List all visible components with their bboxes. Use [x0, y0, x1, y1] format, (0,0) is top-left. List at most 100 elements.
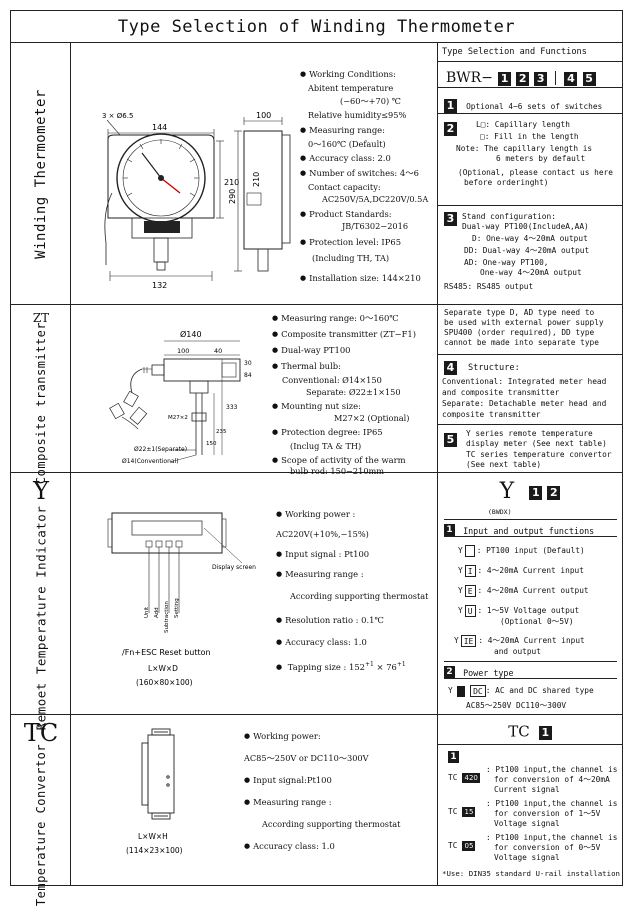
item-3-line-3: D: One-way 4～20mA output: [472, 234, 588, 243]
zt-spec-nut-val: M27×2 (Optional): [334, 413, 410, 423]
model-num-1: 1: [498, 72, 512, 86]
model-num-5: 5: [582, 72, 596, 86]
tc-code-row: TC 420 : Pt100 input,the channel is for …: [448, 765, 617, 794]
y-size: (160×80×100): [136, 678, 193, 687]
y-code-box: E: [464, 585, 476, 597]
zt-spec-bulb: Thermal bulb:: [272, 361, 341, 373]
spec-contact-val: AC250V/5A,DC220V/0.5A: [322, 194, 429, 204]
holes-label: 3 × Ø6.5: [102, 112, 133, 120]
y-spec-resolution: Resolution ratio : 0.1℃: [276, 615, 384, 627]
section-label: ZT Composite transmitter: [11, 305, 71, 484]
y-code-text: : 1～5V Voltage output: [477, 606, 580, 615]
section-composite-transmitter: ZT Composite transmitter Ø140 100 40 30 …: [11, 305, 622, 484]
item-3-line-5: AD: One-way PT100,: [464, 258, 549, 267]
y-spec-power-val: AC220V(+10%,−15%): [276, 529, 369, 539]
spec-measuring: Measuring range:: [300, 125, 385, 137]
y-item-2-text: Power type: [463, 668, 514, 678]
zt-spec-scope-val: bulb rod: 150−210mm: [290, 466, 385, 476]
tc-model-head: TC: [508, 722, 530, 741]
winding-drawing: 3 × Ø6.5 144: [102, 111, 291, 290]
spec-ambient: Abitent temperature: [308, 83, 394, 93]
y-dc-box: DC: [470, 685, 486, 697]
section-remote-indicator: Y Remoet Temperature Indicator Display s…: [11, 473, 622, 730]
model-prefix: BWR−: [446, 70, 493, 86]
dim-210-a: 210: [224, 178, 239, 187]
item-4-line-1: Conventional: Integrated meter head: [442, 377, 607, 386]
zt-d150: 150: [206, 441, 217, 447]
tc-code-l1: : Pt100 input,the channel is: [486, 833, 618, 842]
selection-item-5: 5 Y series remote temperature display me…: [438, 425, 622, 473]
tc-code-l3: Voltage signal: [494, 819, 560, 828]
y-tapping-b: × 76: [373, 661, 397, 672]
zt-drawing: Ø140 100 40 30 84: [109, 329, 252, 465]
winding-content: 3 × Ø6.5 144: [72, 43, 437, 304]
spec-protection: Protection level: IP65: [300, 237, 401, 249]
zt-spec-measuring: Measuring range: 0～160℃: [272, 313, 399, 325]
item-5-line-2: display meter (See next table): [466, 439, 607, 448]
tc-code-l2: for conversion of 1～5V: [494, 809, 601, 818]
item-1-text: Optional 4−6 sets of switches: [466, 102, 603, 111]
model-num-4: 4: [564, 72, 578, 86]
selection-item-3-notes: Separate type D, AD type need to be used…: [438, 305, 622, 355]
y-code-box: I: [464, 565, 476, 577]
tc-model-num: 1: [538, 726, 552, 740]
section-label-text: Winding Thermometer: [33, 89, 49, 259]
item-5-line-3: TC series temperature convertor: [466, 450, 612, 459]
tc-code-l2: for conversion of 4～20mA: [494, 775, 610, 784]
model-code: BWR− 1 2 3 4 5: [438, 62, 622, 88]
item-3-note-4: cannot be made into separate type: [444, 338, 599, 347]
y-spec-power: Working power :: [276, 509, 355, 521]
zt-spec-prot: Protection degree: IP65: [272, 427, 383, 439]
tc-code-l3: Current signal: [494, 785, 560, 794]
tc-module: [141, 728, 175, 820]
section-label-text: Remoet Temperature Indicator: [33, 505, 49, 731]
tc-code-row: TC 15 : Pt100 input,the channel is for c…: [448, 799, 617, 828]
winding-selection: Type Selection and Functions BWR− 1 2 3 …: [437, 43, 622, 304]
item-num-2: 2: [444, 122, 457, 136]
spec-installation: Installation size: 144×210: [300, 273, 421, 285]
zt-spec-scope: Scope of activity of the warm: [272, 455, 405, 467]
tc-code-box: 05: [462, 841, 476, 851]
y-ie-text-2: and output: [494, 647, 541, 656]
spec-measuring-val: 0～160℃ (Default): [308, 139, 386, 149]
spec-standards: Product Standards:: [300, 209, 391, 221]
y-btn-unit: Unit: [144, 606, 150, 618]
selection-item-3: 3 Stand configuration: Dual-way PT100(In…: [438, 206, 622, 305]
section-label: Winding Thermometer: [11, 43, 71, 304]
zt-d100: 100: [177, 347, 189, 355]
dim-depth: 100: [256, 111, 271, 120]
y-tapping-sup2: +1: [396, 661, 406, 668]
tc-model: TC 1: [438, 721, 622, 745]
selection-item-1: 1 Optional 4−6 sets of switches: [438, 88, 622, 114]
y-item-2-head: 2 Power type: [444, 661, 617, 679]
tc-spec-measuring: Measuring range :: [244, 797, 332, 809]
y-u-option: (Optional 0～5V): [500, 617, 574, 626]
tc-selection: TC 1 1 TC 420 : Pt100 input,the channel …: [437, 715, 622, 885]
y-btn-setting: Setting: [174, 598, 180, 618]
tc-size: (114×23×100): [126, 846, 183, 855]
section-code: ZT: [32, 311, 50, 325]
dim-width-top: 144: [152, 123, 167, 132]
section-label-text: Temperature Convertor: [34, 743, 48, 906]
item-5-line-4: (See next table): [466, 460, 542, 469]
y-reset-label: /Fn+ESC Reset button: [122, 648, 211, 657]
zt-d235: 235: [216, 429, 227, 435]
dial-ticks: [123, 139, 199, 197]
tc-code-box: 15: [462, 807, 476, 817]
item-3-line-2: Dual-way PT100(IncludeA,AA): [462, 222, 589, 231]
page-title: Type Selection of Winding Thermometer: [11, 11, 622, 43]
zt-spec-prot-sub: (Inclug TA & TH): [290, 441, 362, 451]
section-label-text: Composite transmitter: [34, 321, 48, 485]
y-selection: Y 1 2 (BWDX) 1 Input and output function…: [437, 473, 622, 714]
spec-standards-val: JB/T6302−2016: [342, 221, 409, 231]
item-3-line-7: RS485: RS485 output: [444, 282, 534, 291]
spec-humidity: Relative humidity≤95%: [308, 110, 407, 120]
y-display-label: Display screen: [212, 564, 256, 571]
y-ie-text-1: : 4～20mA Current input: [478, 636, 585, 645]
item-3-line-1: Stand configuration:: [462, 212, 556, 221]
zt-sep: Ø22±1(Separate): [134, 446, 187, 453]
datasheet-page: Type Selection of Winding Thermometer Wi…: [10, 10, 623, 906]
